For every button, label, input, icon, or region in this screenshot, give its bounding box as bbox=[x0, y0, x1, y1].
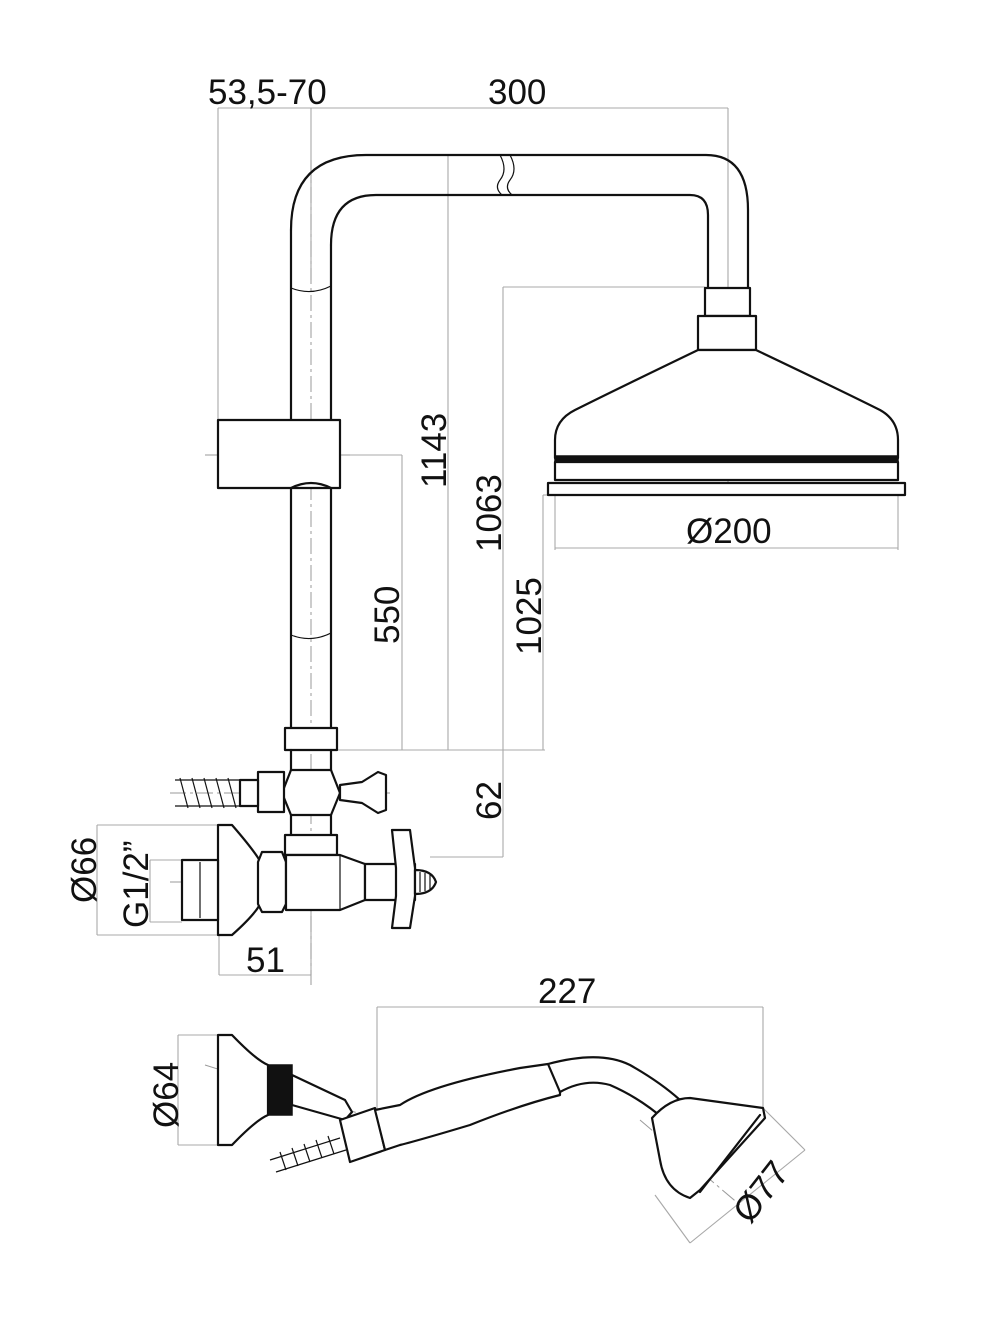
hand-shower bbox=[269, 1056, 767, 1200]
dim-head-height: 1063 bbox=[470, 474, 509, 552]
hand-shower-holder bbox=[216, 1033, 354, 1147]
dim-arm-length: 300 bbox=[488, 73, 546, 112]
center-lines bbox=[170, 160, 741, 1206]
dim-slider-offset: 53,5-70 bbox=[208, 73, 327, 112]
dim-holder-diameter: Ø64 bbox=[147, 1062, 186, 1128]
wall-valve bbox=[180, 823, 438, 937]
dim-valve-offset: 62 bbox=[470, 781, 509, 820]
dim-handshower-length: 227 bbox=[538, 972, 596, 1011]
dim-wall-depth: 51 bbox=[246, 941, 285, 980]
dim-slider-height: 550 bbox=[368, 586, 407, 644]
dim-head-rim-height: 1025 bbox=[510, 577, 549, 655]
shower-head bbox=[546, 286, 907, 497]
dim-total-height: 1143 bbox=[415, 413, 454, 488]
diverter bbox=[175, 768, 388, 817]
dimension-labels: 53,5-70 300 Ø200 51 227 1143 1063 1025 5… bbox=[65, 73, 797, 1230]
dim-head-diameter: Ø200 bbox=[686, 512, 772, 551]
shower-column bbox=[216, 153, 750, 837]
dim-thread: G1/2” bbox=[117, 840, 156, 928]
dim-flange-diameter: Ø66 bbox=[65, 837, 104, 903]
